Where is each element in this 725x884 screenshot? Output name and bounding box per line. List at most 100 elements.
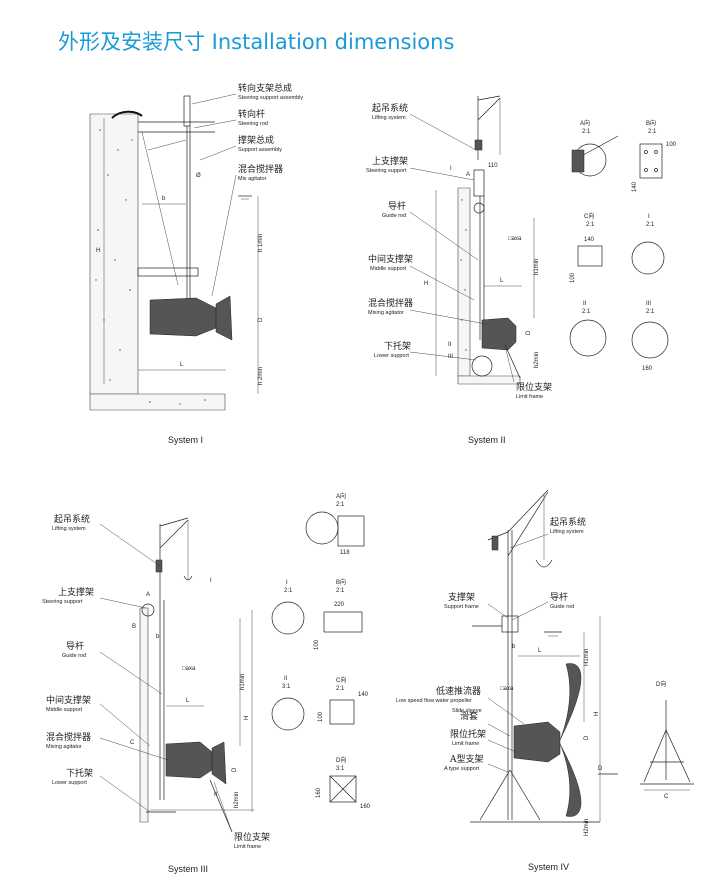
concrete-wall	[457, 187, 471, 377]
svg-text:A: A	[146, 592, 150, 598]
svg-text:Slide sleeve: Slide sleeve	[452, 708, 482, 714]
svg-text:I: I	[648, 214, 650, 220]
lifting-hook	[111, 110, 143, 119]
label-mixing-agitator: 混合搅拌器	[368, 297, 413, 309]
svg-text:H2min: H2min	[584, 819, 590, 836]
svg-text:C向: C向	[336, 676, 346, 684]
svg-text:B向: B向	[646, 119, 656, 127]
support-frame	[501, 615, 519, 633]
svg-text:L: L	[186, 698, 190, 704]
mixing-agitator-body	[165, 741, 213, 779]
detail-view-i: I 2:1	[631, 214, 665, 275]
svg-text:□axa: □axa	[182, 666, 196, 672]
dim-h1: h 1min	[258, 234, 264, 252]
page-title: 外形及安装尺寸 Installation dimensions	[58, 30, 455, 54]
svg-text:A: A	[466, 172, 470, 178]
svg-text:D: D	[232, 767, 238, 772]
svg-text:Support frame: Support frame	[444, 604, 479, 610]
svg-text:II: II	[583, 301, 587, 307]
svg-text:□axa: □axa	[508, 236, 522, 242]
concrete-wall	[139, 607, 149, 823]
svg-text:110: 110	[488, 163, 498, 169]
detail-view-b: B向 2:1 100 140	[632, 119, 677, 192]
dim-phi: Ø	[196, 173, 201, 179]
concrete-wall	[89, 113, 139, 395]
label-lifting-system: 起吊系统	[372, 102, 408, 114]
svg-text:B向: B向	[336, 578, 346, 586]
label-guide-rod: 导杆	[550, 591, 568, 603]
label-steering-support-assembly: 转向支架总成	[238, 82, 292, 94]
detail-view-i: I 2:1	[271, 580, 305, 635]
label-middle-support: 中间支撑架	[368, 253, 413, 265]
svg-text:D: D	[584, 735, 590, 740]
svg-text:Steering support assembly: Steering support assembly	[238, 95, 303, 101]
steering-support-head	[183, 95, 191, 127]
label-steering-support: 上支撑架	[58, 586, 94, 598]
label-a-type-support: A型支架	[449, 753, 484, 765]
detail-view-ii: II 2:1	[569, 301, 607, 357]
caption-system-3: System III	[168, 864, 208, 874]
svg-text:b: b	[156, 634, 160, 640]
svg-text:I: I	[210, 578, 212, 584]
detail-view-c: C向 2:1 140 100	[570, 212, 603, 283]
svg-text:140: 140	[632, 181, 638, 192]
svg-text:2:1: 2:1	[284, 588, 293, 594]
svg-text:Lifting system: Lifting system	[372, 115, 406, 121]
svg-text:Mixing agitator: Mixing agitator	[46, 744, 82, 750]
svg-text:Middle support: Middle support	[46, 707, 83, 713]
svg-text:Limit frame: Limit frame	[452, 741, 479, 747]
dim-h2: h 2min	[258, 367, 264, 385]
svg-text:□axa: □axa	[500, 686, 514, 692]
agitator-propeller	[215, 295, 233, 341]
agitator-propeller	[211, 741, 227, 785]
svg-text:100: 100	[666, 142, 677, 148]
support-assembly	[137, 267, 199, 277]
svg-text:140: 140	[358, 692, 369, 698]
label-steering-support: 上支撑架	[372, 155, 408, 167]
svg-text:h2min: h2min	[534, 352, 540, 368]
svg-text:2:1: 2:1	[336, 502, 345, 508]
limit-frame	[209, 779, 233, 833]
svg-text:2:1: 2:1	[646, 222, 655, 228]
svg-text:160: 160	[360, 804, 371, 810]
svg-text:140: 140	[584, 237, 595, 243]
dim-b: b	[162, 196, 166, 202]
svg-text:D: D	[526, 330, 532, 335]
detail-view-d: D向 C	[640, 680, 694, 800]
label-middle-support: 中间支撑架	[46, 694, 91, 706]
svg-text:II: II	[448, 342, 452, 348]
svg-text:H: H	[424, 281, 428, 287]
svg-text:II: II	[214, 792, 218, 798]
label-steering-rod: 转向杆	[238, 108, 265, 120]
system-2-drawing: H L □axa 110 h1min D h2min I A II III 起吊…	[366, 95, 677, 445]
svg-text:L: L	[538, 648, 542, 654]
svg-text:Lifting system: Lifting system	[550, 529, 584, 535]
svg-text:2:1: 2:1	[336, 686, 345, 692]
label-support-assembly: 撑架总成	[238, 134, 274, 146]
mix-agitator-body	[149, 297, 217, 337]
svg-text:Guide rod: Guide rod	[62, 653, 86, 659]
detail-view-c: C向 2:1 140 100	[318, 676, 369, 725]
svg-text:I: I	[286, 580, 288, 586]
svg-text:Steering support: Steering support	[366, 168, 407, 174]
system-4-drawing: L □axa b H1min H D H2min 起吊系统 Lifting sy…	[396, 489, 694, 872]
svg-text:Guide rod: Guide rod	[382, 213, 406, 219]
svg-text:Middle support: Middle support	[370, 266, 407, 272]
svg-text:Support assembly: Support assembly	[238, 147, 282, 153]
svg-text:Lower support: Lower support	[52, 780, 87, 786]
svg-text:Guide rod: Guide rod	[550, 604, 574, 610]
a-type-support	[479, 769, 511, 821]
dim-H: H	[96, 248, 100, 254]
svg-text:b: b	[512, 644, 516, 650]
svg-text:C: C	[130, 740, 135, 746]
svg-text:2:1: 2:1	[582, 129, 591, 135]
detail-view-d: D向 3:1 160 160	[316, 756, 371, 810]
svg-text:C: C	[664, 794, 669, 800]
propeller-body	[513, 721, 561, 763]
detail-view-iii: III 2:1 160	[631, 301, 669, 372]
label-lifting-system: 起吊系统	[550, 516, 586, 528]
svg-text:2:1: 2:1	[582, 309, 591, 315]
dim-L: L	[180, 362, 184, 368]
label-lower-support: 下托架	[384, 340, 411, 352]
propeller-blade-bottom	[559, 743, 582, 817]
